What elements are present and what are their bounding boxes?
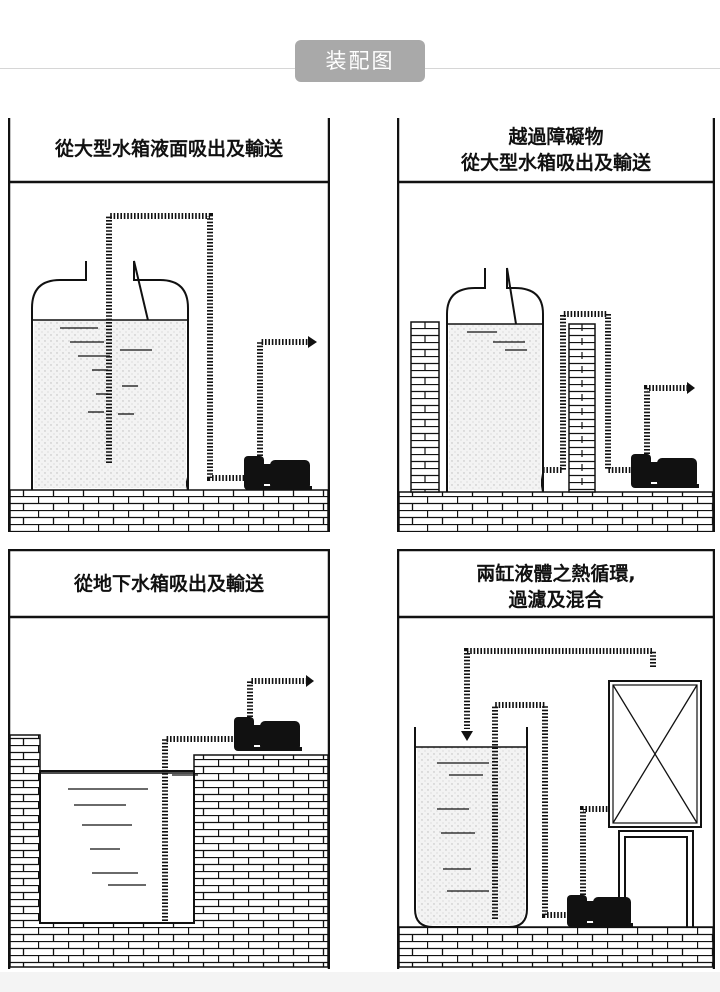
pump [567, 895, 633, 927]
discharge-pipe [257, 339, 308, 456]
left-brick-wall [410, 321, 440, 493]
panel-drawing [397, 118, 715, 532]
underground-tank [39, 770, 195, 924]
tank-liquid [417, 747, 525, 925]
filter-tank [608, 680, 702, 828]
liquid-level-marks [437, 762, 489, 892]
pump [631, 454, 699, 488]
panel-title: 從大型水箱液面吸出及輸送 [8, 136, 330, 162]
panel-frame [8, 549, 330, 969]
panel-frame [8, 118, 330, 532]
diagram-panel-tank-surface: 從大型水箱液面吸出及輸送 [8, 118, 330, 532]
liquid-level-marks [60, 327, 152, 415]
panel-title: 越過障礙物 從大型水箱吸出及輸送 [397, 124, 715, 176]
return-pipe [464, 648, 656, 729]
filter-stand [618, 830, 694, 927]
pump [244, 456, 312, 490]
discharge-pipe [580, 806, 611, 895]
tank-liquid [449, 324, 541, 490]
panel-title-line: 過濾及混合 [508, 589, 604, 611]
panel-frame [397, 549, 715, 969]
discharge-pipe [247, 678, 306, 717]
suction-pipe [106, 213, 244, 481]
diagram-panel-over-obstacle: 越過障礙物 從大型水箱吸出及輸送 [397, 118, 715, 532]
panel-title: 兩缸液體之熱循環, 過濾及混合 [397, 561, 715, 613]
bottom-strip [0, 972, 720, 992]
panel-drawing [8, 118, 330, 532]
brick-floor [398, 491, 714, 532]
diagram-panel-two-tank-circulation: 兩缸液體之熱循環, 過濾及混合 [397, 549, 715, 969]
flow-arrow [687, 382, 695, 394]
panel-title-line: 從大型水箱吸出及輸送 [460, 152, 651, 174]
liquid-level-marks [467, 331, 527, 351]
water-tank [31, 260, 189, 491]
panel-drawing [8, 549, 330, 969]
panel-title-line: 兩缸液體之熱循環, [476, 563, 636, 585]
obstacle-brick-column [568, 323, 596, 493]
suction-pipe [162, 736, 234, 921]
panel-title-line: 越過障礙物 [508, 126, 604, 148]
section-title-tab: 装配图 [295, 40, 425, 82]
panel-drawing [397, 549, 715, 969]
liquid-level-marks [68, 774, 198, 886]
panel-frame [397, 118, 715, 532]
flow-arrow [308, 336, 317, 348]
suction-pipe [543, 311, 635, 473]
flow-arrow [306, 675, 314, 687]
diagram-panel-underground: 從地下水箱吸出及輸送 [8, 549, 330, 969]
brick-floor [9, 489, 329, 532]
brick-floor [398, 926, 714, 968]
panel-title-line: 從大型水箱液面吸出及輸送 [54, 138, 283, 160]
panel-title: 從地下水箱吸出及輸送 [8, 571, 330, 597]
panel-title-line: 從地下水箱吸出及輸送 [73, 573, 264, 595]
discharge-pipe [644, 385, 687, 454]
return-flow-arrow [461, 731, 473, 741]
pump [234, 717, 302, 751]
